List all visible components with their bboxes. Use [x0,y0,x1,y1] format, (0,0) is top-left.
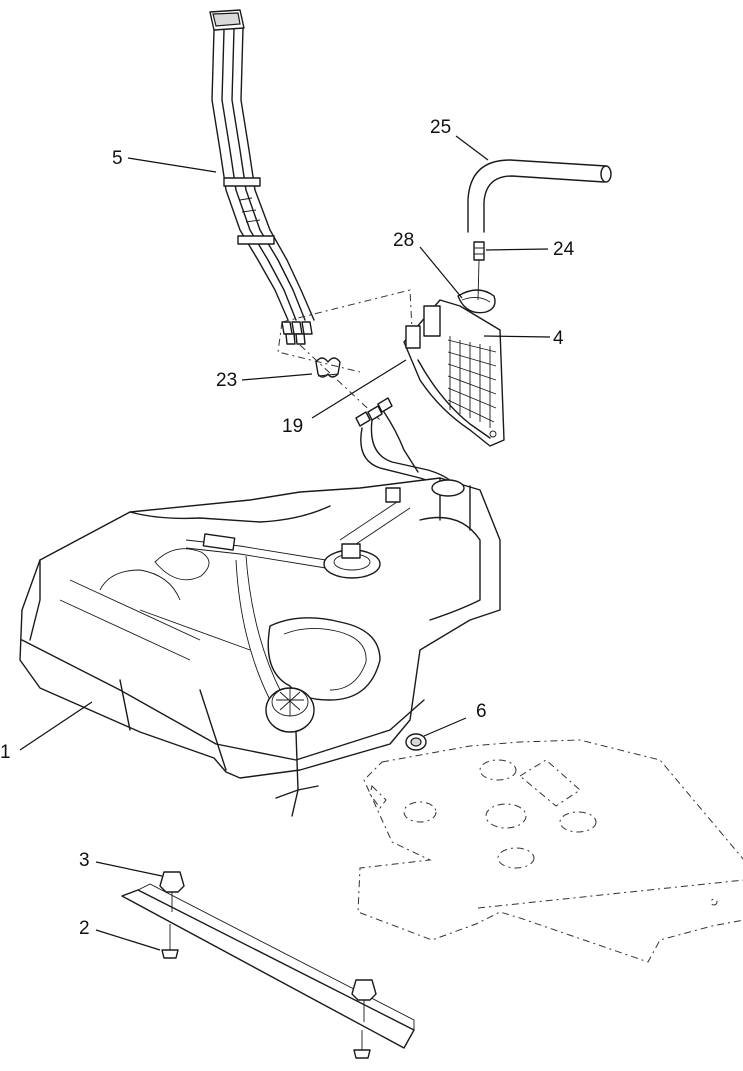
part-4-bracket [403,299,505,447]
mounting-plate [357,739,743,963]
part-6-grommet [405,733,427,751]
callout-labels: 1 2 3 4 5 6 19 23 24 25 28 [0,117,575,939]
part-23-hose-clip [315,357,341,378]
part-2-bolt-right [353,1030,371,1059]
part-1-fuel-tank [19,477,501,817]
callout-2: 2 [79,918,90,939]
part-19-fittings [355,397,393,427]
part-25-vent-hose [467,159,612,233]
part-5-fuel-hose-assembly [209,9,315,345]
part-24-fitting [473,241,485,301]
strap-bar [121,883,415,1049]
callout-3: 3 [79,850,90,871]
part-3-mount-isolator-left [159,871,185,912]
callout-4: 4 [553,328,564,349]
callout-6: 6 [476,701,487,722]
callout-28: 28 [393,230,414,251]
callout-24: 24 [553,239,575,260]
callout-19: 19 [282,416,303,437]
leader-lines [19,135,551,951]
callout-1: 1 [0,742,11,763]
part-28-strap [457,289,496,314]
callout-5: 5 [112,148,123,169]
callout-25: 25 [430,117,451,138]
part-2-bolt-left [161,924,179,959]
part-3-mount-isolator-right [351,979,377,1022]
callout-23: 23 [216,370,237,391]
